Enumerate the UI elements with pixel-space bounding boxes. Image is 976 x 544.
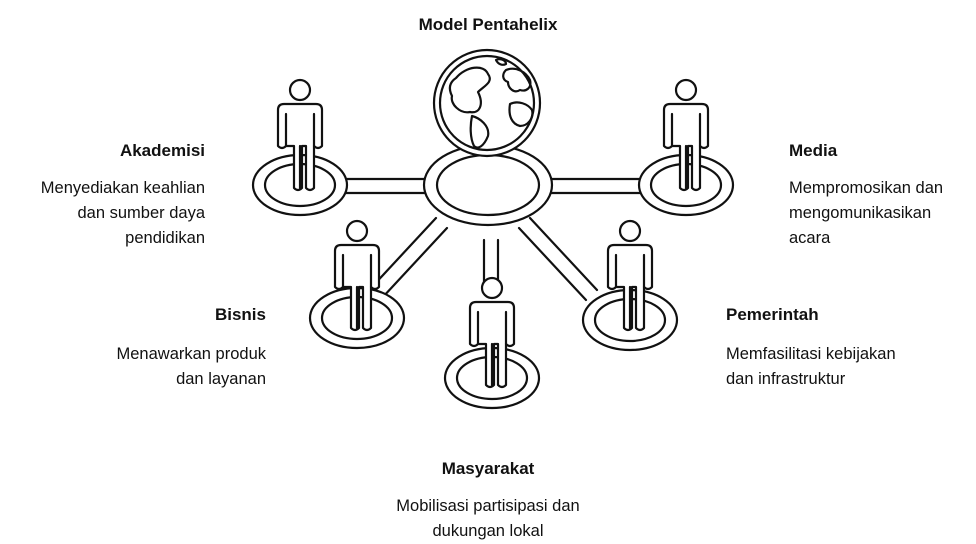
person-pemerintah [581, 219, 679, 352]
stakeholder-desc-akademisi: Menyediakan keahlian dan sumber daya pen… [40, 179, 205, 247]
stakeholder-desc-media: Mempromosikan dan mengomunikasikan acara [789, 179, 944, 247]
stakeholder-name-media: Media [789, 141, 838, 160]
person-icon [662, 78, 710, 192]
stakeholder-desc-pemerintah: Memfasilitasi kebijakan dan infrastruktu… [726, 345, 896, 388]
stakeholder-desc-masyarakat: Mobilisasi partisipasi dan dukungan loka… [396, 497, 580, 540]
person-media [637, 78, 735, 217]
stakeholder-name-masyarakat: Masyarakat [441, 459, 535, 478]
person-icon [276, 78, 324, 192]
connector-bisnis [369, 216, 449, 300]
person-icon [606, 219, 654, 332]
connector-akademisi [341, 177, 432, 195]
diagram-title: Model Pentahelix [418, 15, 558, 34]
stakeholder-name-bisnis: Bisnis [214, 305, 266, 324]
connector-pemerintah [517, 216, 599, 302]
person-akademisi [251, 78, 349, 217]
stakeholder-desc-bisnis: Menawarkan produk dan layanan [116, 345, 267, 388]
stakeholder-name-akademisi: Akademisi [119, 141, 205, 160]
person-masyarakat [443, 276, 541, 410]
connector-media [546, 177, 642, 195]
person-icon [468, 276, 516, 389]
person-bisnis [308, 219, 406, 350]
person-icon [333, 219, 381, 332]
stakeholder-name-pemerintah: Pemerintah [726, 305, 819, 324]
globe-icon [432, 48, 542, 158]
